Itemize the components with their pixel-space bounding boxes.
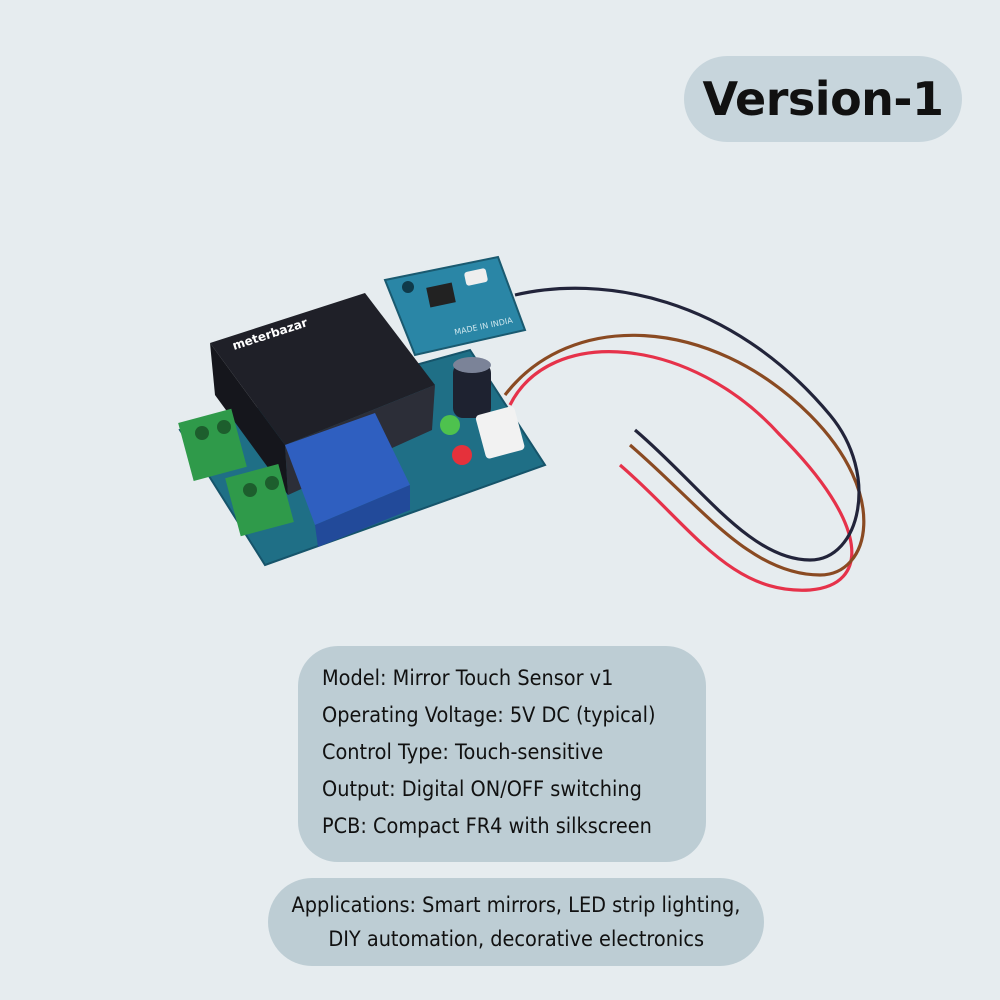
applications-line-2: DIY automation, decorative electronics [328,927,704,951]
main-pcb: meterbazar [178,293,547,567]
applications-line-1: Applications: Smart mirrors, LED strip l… [291,893,741,917]
product-photo: MADE IN INDIA meterbazar [178,255,866,592]
spec-voltage: Operating Voltage: 5V DC (typical) [322,703,656,727]
spec-model: Model: Mirror Touch Sensor v1 [322,666,614,690]
spec-control-type: Control Type: Touch-sensitive [322,740,604,764]
version-label: Version-1 [702,72,944,126]
specs-panel: Model: Mirror Touch Sensor v1 Operating … [298,646,706,862]
version-badge: Version-1 [684,56,962,142]
spec-pcb: PCB: Compact FR4 with silkscreen [322,814,652,838]
spec-output: Output: Digital ON/OFF switching [322,777,642,801]
applications-panel: Applications: Smart mirrors, LED strip l… [268,878,764,966]
wires [503,286,866,592]
sensor-board: MADE IN INDIA [383,255,527,357]
